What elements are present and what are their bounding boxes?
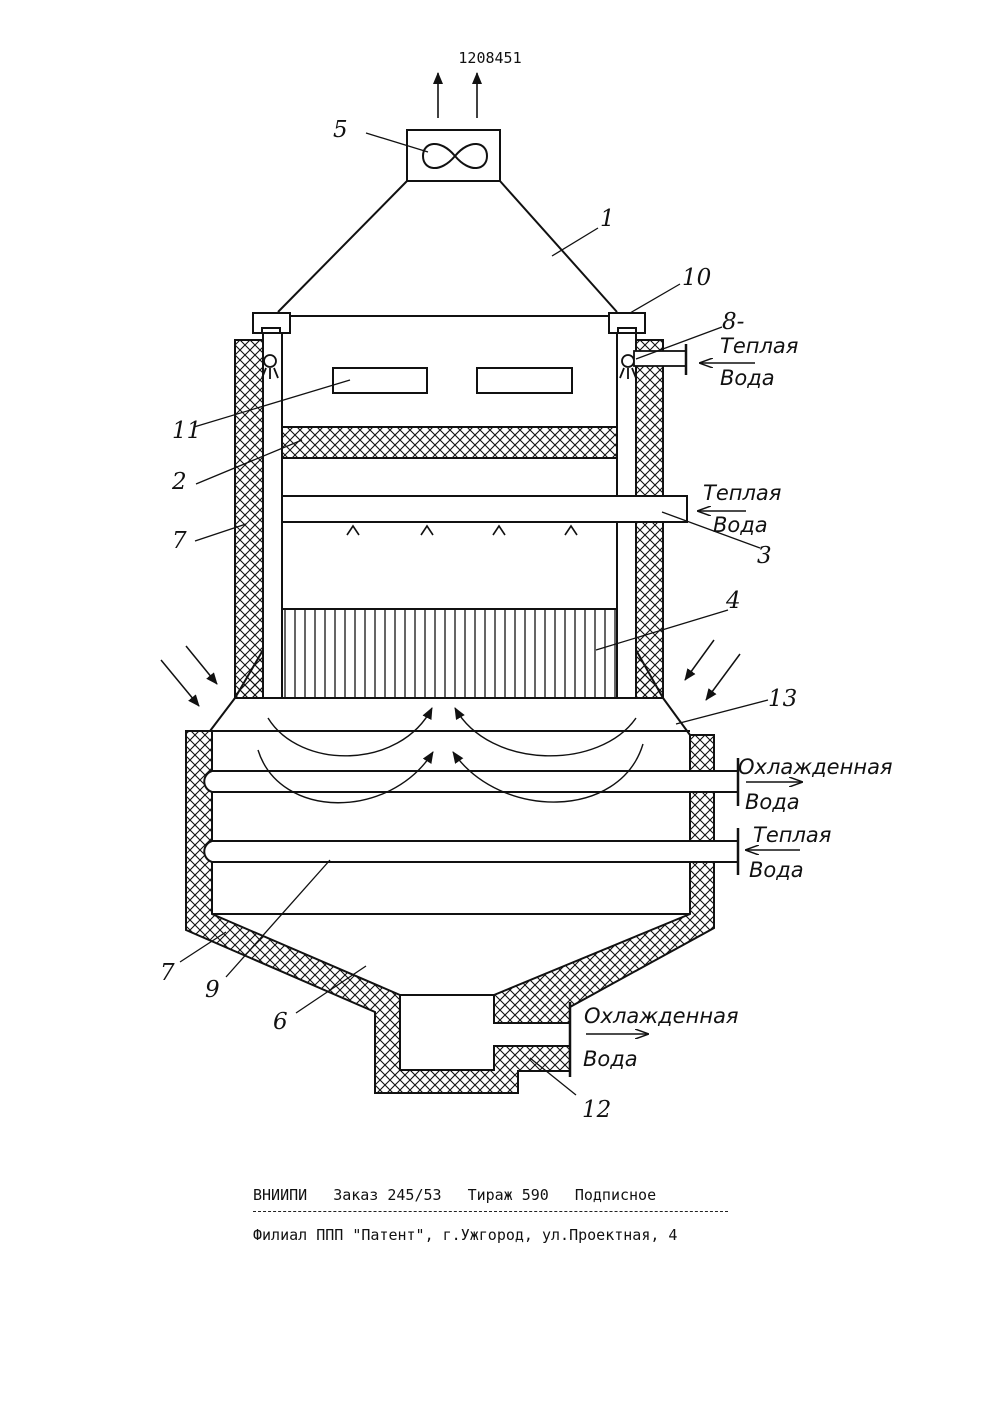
label-4: 4 bbox=[725, 588, 741, 614]
label-2: 2 bbox=[171, 469, 187, 495]
label-1: 1 bbox=[600, 206, 615, 232]
label-12: 12 bbox=[582, 1097, 611, 1123]
flow-warm-mid-2: Вода bbox=[713, 513, 768, 537]
flow-cooled-1-1: Охлажденная bbox=[738, 755, 893, 779]
flow-warm-top-2: Вода bbox=[720, 366, 775, 390]
footer-org: ВНИИПИ bbox=[253, 1186, 307, 1204]
top-flange bbox=[253, 313, 645, 333]
insulating-layer bbox=[282, 427, 617, 458]
label-7-upper: 7 bbox=[172, 528, 187, 554]
label-11: 11 bbox=[172, 418, 201, 444]
label-10: 10 bbox=[682, 265, 711, 291]
flow-warm-top-1: Теплая bbox=[720, 334, 798, 358]
flow-warm-mid-1: Теплая bbox=[703, 481, 781, 505]
label-7-lower: 7 bbox=[160, 960, 175, 986]
exhaust-arrows bbox=[438, 73, 477, 118]
flow-cooled-1-2: Вода bbox=[745, 790, 800, 814]
drift-eliminators bbox=[333, 368, 572, 393]
hood bbox=[278, 181, 617, 312]
footer-publication-line: ВНИИПИ Заказ 245/53 Тираж 590 Подписное bbox=[253, 1186, 656, 1204]
label-3: 3 bbox=[757, 543, 772, 569]
flow-warm-low-2: Вода bbox=[749, 858, 804, 882]
footer-subscription: Подписное bbox=[575, 1186, 656, 1204]
flow-cooled-bottom-2: Вода bbox=[583, 1047, 638, 1071]
label-8: 8- bbox=[722, 309, 744, 335]
label-5: 5 bbox=[333, 117, 348, 143]
label-6: 6 bbox=[273, 1009, 288, 1035]
fill-packing bbox=[282, 609, 617, 698]
label-13: 13 bbox=[768, 686, 797, 712]
footer-order: Заказ 245/53 bbox=[333, 1186, 441, 1204]
flow-cooled-bottom-1: Охлажденная bbox=[584, 1004, 739, 1028]
patent-number: 1208451 bbox=[458, 49, 521, 67]
heat-exchanger-pipes bbox=[204, 758, 738, 875]
label-9: 9 bbox=[205, 977, 220, 1003]
footer-separator bbox=[253, 1211, 728, 1212]
footer-address: Филиал ППП "Патент", г.Ужгород, ул.Проек… bbox=[253, 1226, 677, 1244]
flow-warm-low-1: Теплая bbox=[753, 823, 831, 847]
fan bbox=[407, 130, 500, 181]
footer-circulation: Тираж 590 bbox=[468, 1186, 549, 1204]
